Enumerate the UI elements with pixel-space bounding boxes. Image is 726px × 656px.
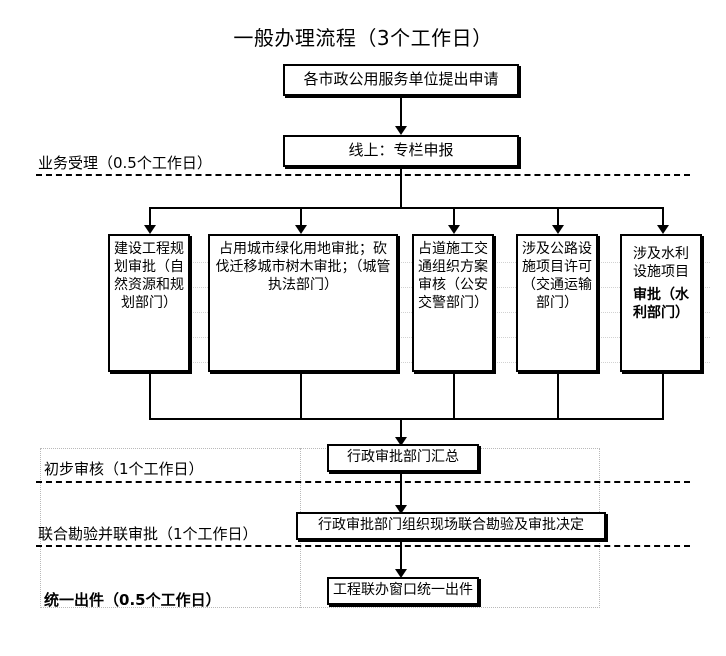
branch-guide-5 <box>108 362 710 363</box>
connector-apply-to-online <box>400 96 402 128</box>
fanin-riser-5 <box>662 372 664 420</box>
fanout-drop-4 <box>557 207 559 227</box>
stage-label-preliminary: 初步审核（1个工作日） <box>44 460 204 478</box>
node-apply[interactable]: 各市政公用服务单位提出申请 <box>283 64 519 96</box>
arrow-apply-to-online <box>395 126 407 135</box>
node-branch-highway[interactable]: 涉及公路设施项目许可（交通运输部门） <box>516 234 598 372</box>
stage-separator-acceptance <box>36 174 690 176</box>
stage-label-joint: 联合勘验并联审批（1个工作日） <box>38 525 258 543</box>
node-branch-water[interactable]: 涉及水利设施项目审批（水利部门） <box>620 234 702 372</box>
branch-guide-4 <box>108 337 710 338</box>
stage-label-delivery: 统一出件（0.5个工作日） <box>44 591 221 609</box>
arrow-fanin-to-summary <box>395 437 407 446</box>
connector-fanin-to-summary <box>400 418 402 440</box>
fanin-riser-4 <box>557 372 559 420</box>
fanin-riser-3 <box>453 372 455 420</box>
node-branch-water-prefix: 涉及水利设施项目 <box>633 246 689 280</box>
node-branch-water-label: 涉及水利设施项目审批（水利部门） <box>622 236 700 323</box>
node-summary-label: 行政审批部门汇总 <box>347 449 459 466</box>
connector-joint-to-issue <box>400 540 402 572</box>
node-branch-planning-label: 建设工程规划审批（自然资源和规划部门） <box>114 241 184 311</box>
fanout-drop-3 <box>453 207 455 227</box>
fanout-arrow-2 <box>295 225 307 234</box>
fanout-drop-1 <box>149 207 151 227</box>
arrow-joint-to-issue <box>395 569 407 578</box>
arrow-summary-to-joint <box>395 505 407 514</box>
branch-guide-3 <box>108 312 710 313</box>
node-branch-highway-label: 涉及公路设施项目许可（交通运输部门） <box>522 241 592 311</box>
fanout-drop-5 <box>662 207 664 227</box>
node-branch-greening[interactable]: 占用城市绿化用地审批；砍伐迁移城市树木审批；（城管执法部门） <box>208 234 398 372</box>
page-title: 一般办理流程（3个工作日） <box>233 26 493 50</box>
stage-separator-joint <box>36 545 690 547</box>
node-apply-label: 各市政公用服务单位提出申请 <box>303 70 499 89</box>
node-branch-planning[interactable]: 建设工程规划审批（自然资源和规划部门） <box>108 234 190 372</box>
node-branch-greening-label: 占用城市绿化用地审批；砍伐迁移城市树木审批；（城管执法部门） <box>215 241 391 293</box>
fanout-drop-2 <box>300 207 302 227</box>
node-summary[interactable]: 行政审批部门汇总 <box>327 444 479 472</box>
fanout-bus <box>149 207 664 209</box>
branch-guide-2 <box>108 287 710 288</box>
stage-separator-preliminary <box>36 481 690 483</box>
node-online-label: 线上：专栏申报 <box>348 141 454 160</box>
node-branch-water-suffix: 审批（水利部门） <box>633 286 689 321</box>
fanout-arrow-1 <box>144 225 156 234</box>
node-joint-survey[interactable]: 行政审批部门组织现场联合勘验及审批决定 <box>296 512 606 540</box>
node-branch-traffic[interactable]: 占道施工交通组织方案审核（公安交警部门） <box>412 234 494 372</box>
node-joint-survey-label: 行政审批部门组织现场联合勘验及审批决定 <box>318 517 584 534</box>
fanin-riser-1 <box>149 372 151 420</box>
connector-summary-to-joint <box>400 472 402 508</box>
node-issue-label: 工程联办窗口统一出件 <box>333 582 473 599</box>
node-branch-traffic-label: 占道施工交通组织方案审核（公安交警部门） <box>418 241 488 311</box>
fanout-arrow-3 <box>448 225 460 234</box>
connector-online-to-fanout <box>400 167 402 207</box>
fanin-bus <box>149 418 664 420</box>
fanin-riser-2 <box>300 372 302 420</box>
fanout-arrow-4 <box>552 225 564 234</box>
node-issue[interactable]: 工程联办窗口统一出件 <box>327 577 479 605</box>
branch-guide-1 <box>108 262 710 263</box>
fanout-arrow-5 <box>657 225 669 234</box>
stage-label-acceptance: 业务受理（0.5个工作日） <box>38 154 212 172</box>
node-online[interactable]: 线上：专栏申报 <box>283 135 519 167</box>
